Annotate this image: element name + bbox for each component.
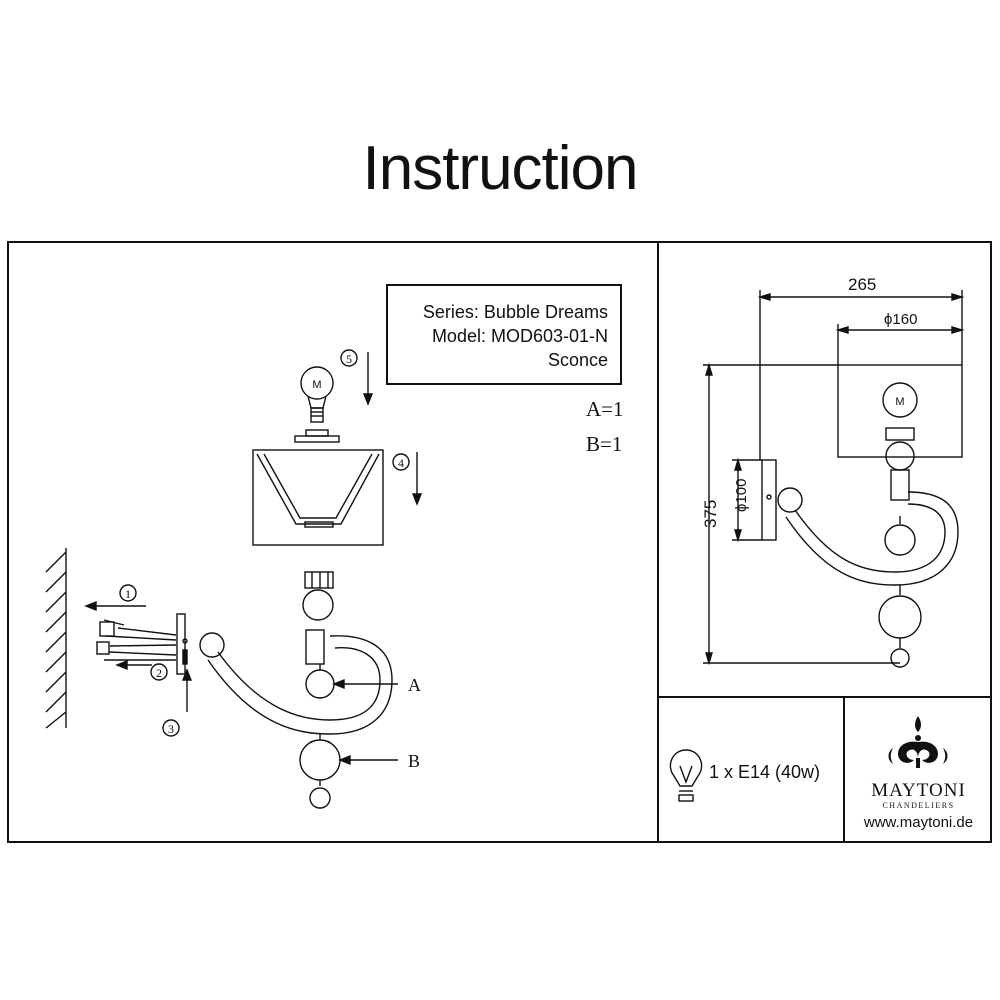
quantity-a: A=1	[586, 397, 624, 421]
bulb-mark: M	[312, 379, 321, 391]
brand-url[interactable]: www.maytoni.de	[863, 814, 974, 831]
model-text: Model: MOD603-01-N	[431, 326, 608, 346]
step-4-arrow	[411, 452, 423, 506]
step-4-number: 4	[398, 456, 404, 470]
panel-divider	[657, 241, 659, 843]
step-3-number: 3	[168, 722, 174, 736]
brand-name: MAYTONI	[871, 780, 966, 801]
light-bulb: M	[294, 366, 340, 443]
product-info-box: Series: Bubble Dreams Model: MOD603-01-N…	[386, 284, 622, 385]
dimension-height: 375	[701, 500, 720, 528]
dimension-drawing: 265 ϕ160 M 375 ϕ100	[701, 275, 965, 668]
step-3-arrow	[181, 668, 193, 712]
step-5-badge: 5	[340, 349, 358, 367]
step-3-badge: 3	[162, 719, 180, 737]
quantity-b: B=1	[586, 432, 623, 456]
terminal-block	[96, 619, 177, 671]
page-title: Instruction	[362, 134, 638, 203]
footer-divider	[843, 696, 845, 843]
step-1-badge: 1	[119, 584, 137, 602]
dimension-base-diameter: ϕ100	[733, 479, 750, 512]
series-text: Series: Bubble Dreams	[422, 302, 608, 322]
step-2-badge: 2	[150, 663, 168, 681]
part-label-a: A	[408, 675, 421, 695]
part-label-b: B	[408, 751, 420, 771]
maytoni-logo	[888, 716, 948, 768]
panel-divider-horizontal	[657, 696, 992, 698]
step-2-number: 2	[156, 666, 162, 680]
diagram-frame	[7, 241, 992, 843]
lamp-shade	[252, 449, 384, 546]
step-4-badge: 4	[392, 453, 410, 471]
dimension-width: 265	[848, 275, 876, 294]
wall-plate	[176, 613, 188, 675]
step-5-arrow	[362, 352, 374, 406]
step-1-number: 1	[125, 587, 131, 601]
wall-hatch	[45, 548, 67, 729]
sconce-arm	[199, 571, 393, 735]
type-text: Sconce	[547, 350, 608, 370]
step-1-arrow	[84, 600, 146, 612]
brand-subtitle: CHANDELIERS	[882, 801, 955, 810]
bubble-b: B	[299, 734, 420, 809]
dimension-shade-diameter: ϕ160	[884, 311, 917, 328]
dimension-bulb-mark: M	[895, 396, 904, 408]
bulb-spec-text: 1 x E14 (40w)	[709, 762, 821, 782]
bubble-a: A	[305, 664, 421, 699]
bulb-spec-icon	[669, 749, 703, 802]
step-5-number: 5	[346, 352, 352, 366]
